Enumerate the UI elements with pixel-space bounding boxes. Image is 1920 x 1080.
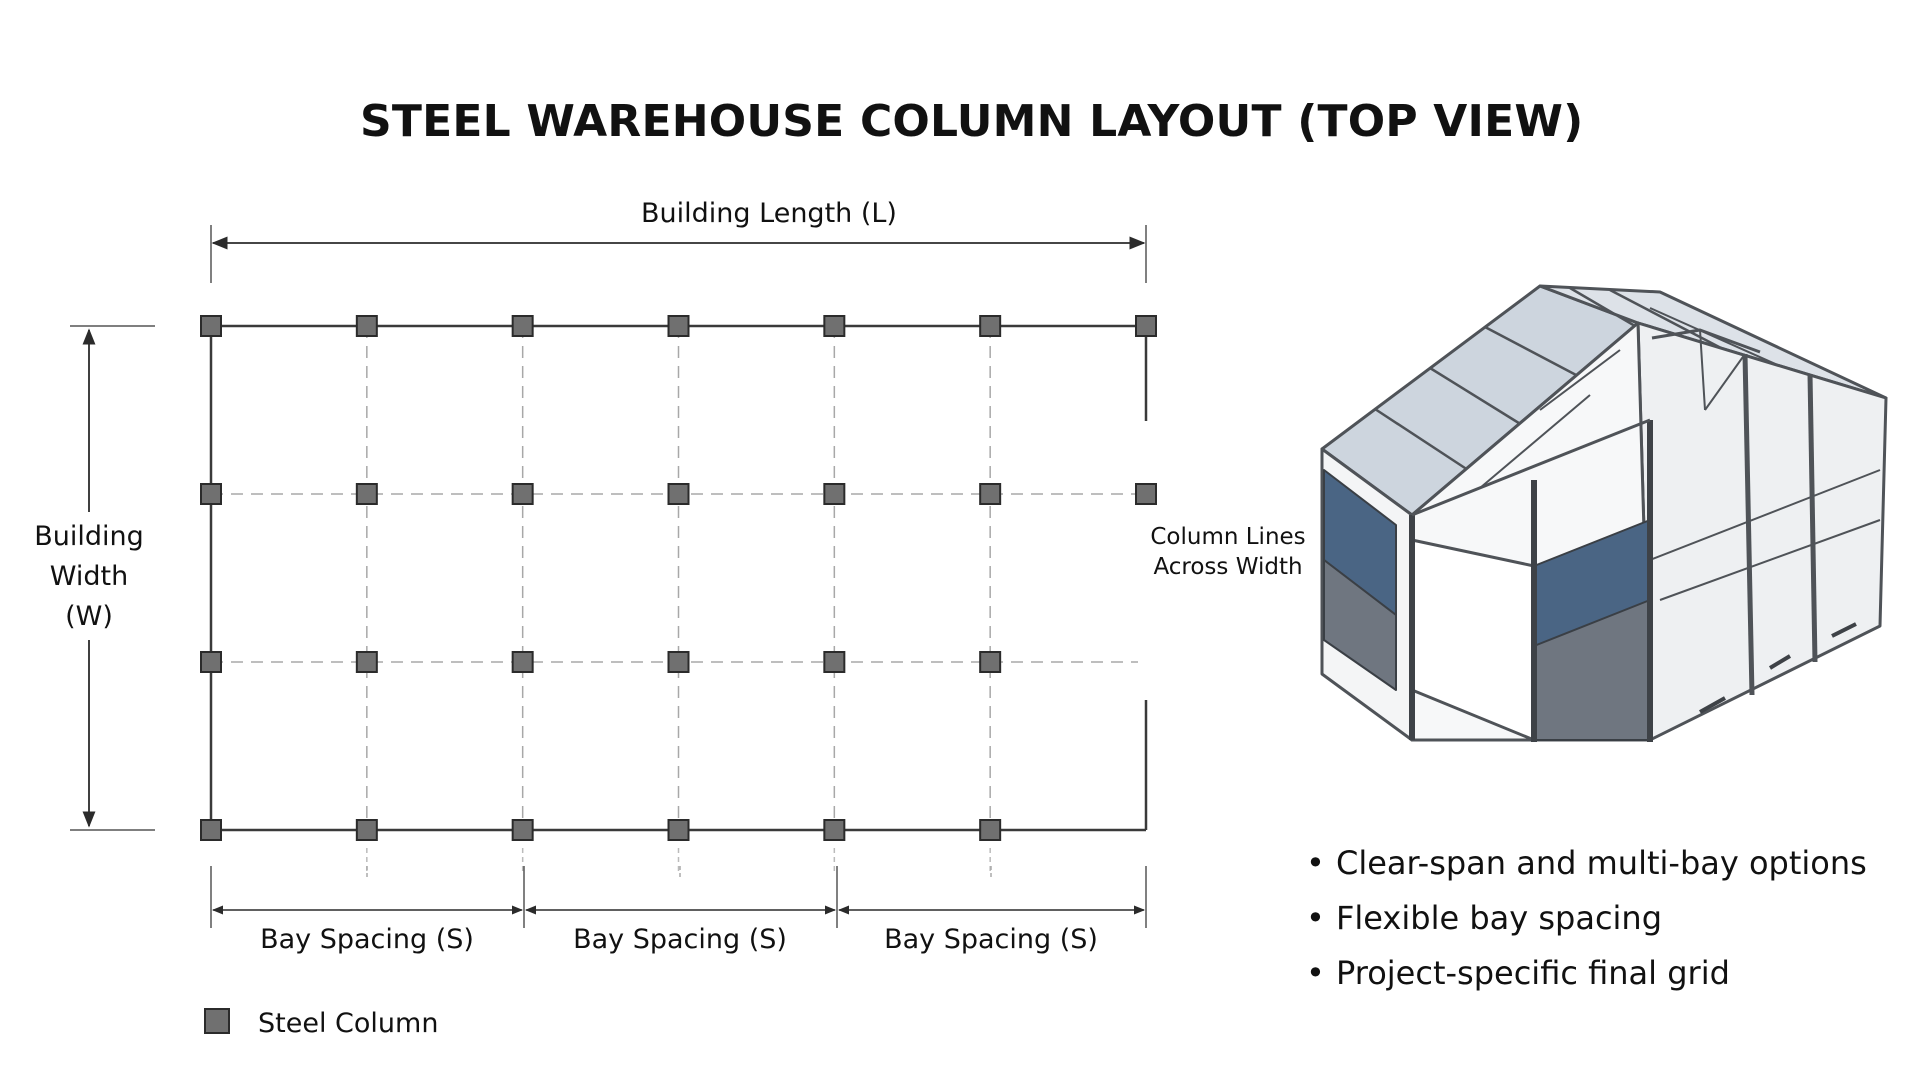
- steel-column: [1135, 315, 1157, 337]
- steel-column: [511, 651, 534, 673]
- steel-columns: [200, 315, 1157, 841]
- steel-column: [511, 819, 534, 841]
- width-label-line-3: (W): [65, 601, 113, 632]
- steel-column: [823, 483, 846, 505]
- width-label-line-1: Building: [34, 521, 144, 552]
- legend: Steel Column: [204, 1008, 438, 1039]
- steel-column: [979, 819, 1002, 841]
- steel-column: [979, 315, 1002, 337]
- steel-column: [667, 315, 690, 337]
- steel-column: [355, 483, 378, 505]
- bay-label-3: Bay Spacing (S): [884, 924, 1098, 955]
- legend-label: Steel Column: [258, 1008, 438, 1039]
- steel-column: [823, 315, 846, 337]
- steel-column: [511, 483, 534, 505]
- steel-column: [200, 819, 222, 841]
- feature-item: Flexible bay spacing: [1306, 891, 1867, 946]
- legend-column-swatch: [204, 1008, 230, 1034]
- width-dimension: Building Width (W): [34, 325, 155, 831]
- steel-column: [200, 483, 222, 505]
- steel-column: [979, 651, 1002, 673]
- bay-label-1: Bay Spacing (S): [260, 924, 474, 955]
- column-lines-annotation: Column Lines Across Width: [1150, 524, 1305, 580]
- width-label-line-2: Width: [50, 561, 128, 592]
- steel-column: [355, 651, 378, 673]
- length-dimension: Building Length (L): [210, 198, 1147, 283]
- feature-list: Clear-span and multi-bay options Flexibl…: [1306, 836, 1867, 1001]
- column-grid: [209, 324, 1148, 874]
- steel-column: [1135, 483, 1157, 505]
- steel-column: [667, 651, 690, 673]
- steel-column: [667, 483, 690, 505]
- column-lines-label-line-1: Column Lines: [1150, 524, 1305, 550]
- steel-column: [823, 651, 846, 673]
- bay-label-2: Bay Spacing (S): [573, 924, 787, 955]
- steel-column: [355, 315, 378, 337]
- feature-item: Clear-span and multi-bay options: [1306, 836, 1867, 891]
- steel-column: [979, 483, 1002, 505]
- feature-item: Project-specific final grid: [1306, 946, 1867, 1001]
- page-title: STEEL WAREHOUSE COLUMN LAYOUT (TOP VIEW): [360, 96, 1584, 147]
- steel-column: [823, 819, 846, 841]
- steel-column: [200, 651, 222, 673]
- steel-column: [667, 819, 690, 841]
- steel-column: [511, 315, 534, 337]
- steel-column: [355, 819, 378, 841]
- length-label: Building Length (L): [641, 198, 897, 229]
- steel-frame-warehouse-3d-illustration: [1320, 284, 1888, 742]
- bay-spacing-dimensions: Bay Spacing (S) Bay Spacing (S) Bay Spac…: [210, 866, 1147, 955]
- column-lines-label-line-2: Across Width: [1153, 554, 1302, 580]
- steel-column: [200, 315, 222, 337]
